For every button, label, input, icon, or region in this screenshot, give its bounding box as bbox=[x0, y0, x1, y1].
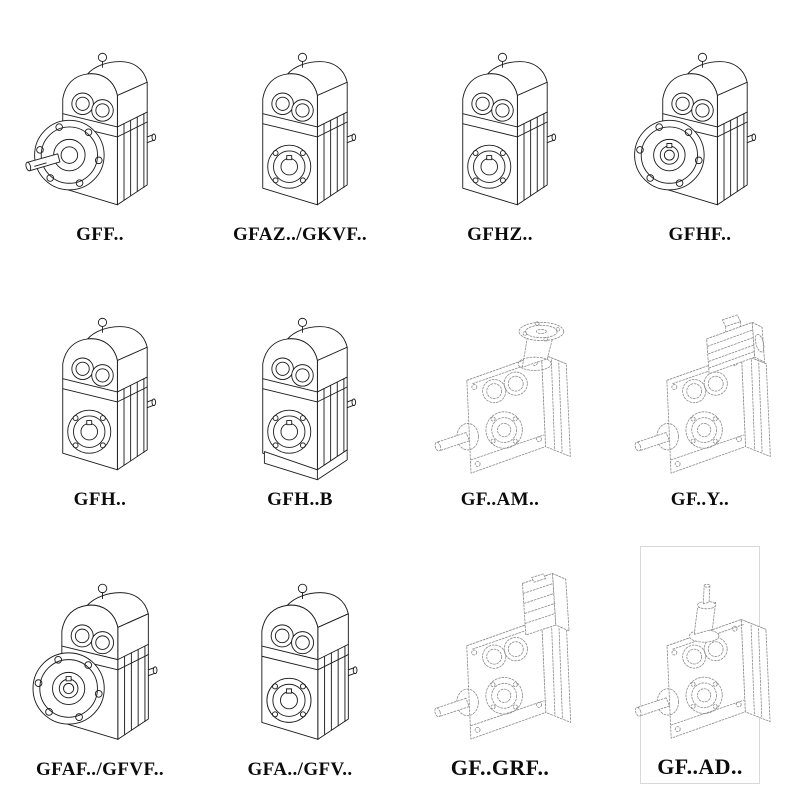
hollow-shaft-bore bbox=[266, 677, 312, 723]
gearbox-drawing-input-shaft bbox=[634, 583, 771, 739]
product-cell-gf-y: GF..Y.. bbox=[633, 281, 771, 514]
model-label: GFH.. bbox=[73, 489, 127, 510]
gearbox-housing bbox=[433, 618, 572, 740]
hollow-shaft-bore bbox=[267, 144, 312, 189]
product-cell-gfhf: GFHF.. bbox=[634, 16, 760, 249]
hollow-shaft-bore bbox=[267, 409, 312, 454]
model-label: GFAZ../GKVF.. bbox=[233, 224, 367, 245]
gearbox-housing bbox=[433, 353, 571, 474]
gearbox-drawing-hollow bbox=[62, 317, 157, 471]
model-label: GF..AM.. bbox=[460, 489, 540, 510]
model-label: GF..Y.. bbox=[670, 489, 730, 510]
product-cell-gf-grf: GF..GRF.. bbox=[433, 546, 572, 784]
gearbox-drawing-adapter-flange bbox=[433, 321, 571, 474]
model-label: GFA../GFV.. bbox=[247, 759, 353, 780]
gearbox-drawing-hollow bbox=[462, 52, 557, 206]
product-cell-gfh-b: GFH..B bbox=[240, 281, 360, 514]
model-label: GFHF.. bbox=[668, 224, 732, 245]
model-label: GFAF../GFVF.. bbox=[36, 759, 165, 780]
gearbox-housing bbox=[633, 353, 771, 474]
product-cell-gf-ad: GF..AD.. bbox=[634, 546, 771, 784]
gearbox-drawing-hollow bbox=[262, 52, 357, 206]
product-cell-gfhz: GFHZ.. bbox=[440, 16, 560, 249]
product-cell-gff: GFF.. bbox=[24, 16, 160, 249]
gearbox-drawing-flange-hollow bbox=[32, 583, 158, 740]
gearbox-drawing-flange-hollow bbox=[634, 52, 757, 206]
finned-adapter bbox=[522, 573, 570, 636]
product-cell-gfa-gfv: GFA../GFV.. bbox=[240, 546, 360, 784]
gearbox-drawing-hollow bbox=[261, 583, 358, 740]
model-label: GF..AD.. bbox=[657, 754, 743, 779]
product-cell-gfaf-gfvf: GFAF../GFVF.. bbox=[32, 546, 164, 784]
gearbox-drawing-hollow-foot bbox=[262, 317, 357, 481]
hollow-shaft-bore bbox=[467, 144, 512, 189]
gearbox-drawing-motor bbox=[633, 314, 771, 474]
hollow-shaft-bore bbox=[67, 409, 112, 454]
model-label: GFHZ.. bbox=[467, 224, 533, 245]
product-cell-gfh: GFH.. bbox=[40, 281, 160, 514]
product-cell-gf-am: GF..AM.. bbox=[433, 281, 571, 514]
gearbox-drawing-finned-adapter bbox=[433, 573, 572, 740]
model-label: GFH..B bbox=[267, 489, 333, 510]
model-label: GF..GRF.. bbox=[450, 755, 550, 780]
model-label: GFF.. bbox=[76, 224, 124, 245]
input-shaft-adapter bbox=[688, 583, 720, 643]
gearbox-drawing-flange-shaft bbox=[24, 52, 157, 206]
product-cell-gfaz-gkvf: GFAZ../GKVF.. bbox=[233, 16, 367, 249]
